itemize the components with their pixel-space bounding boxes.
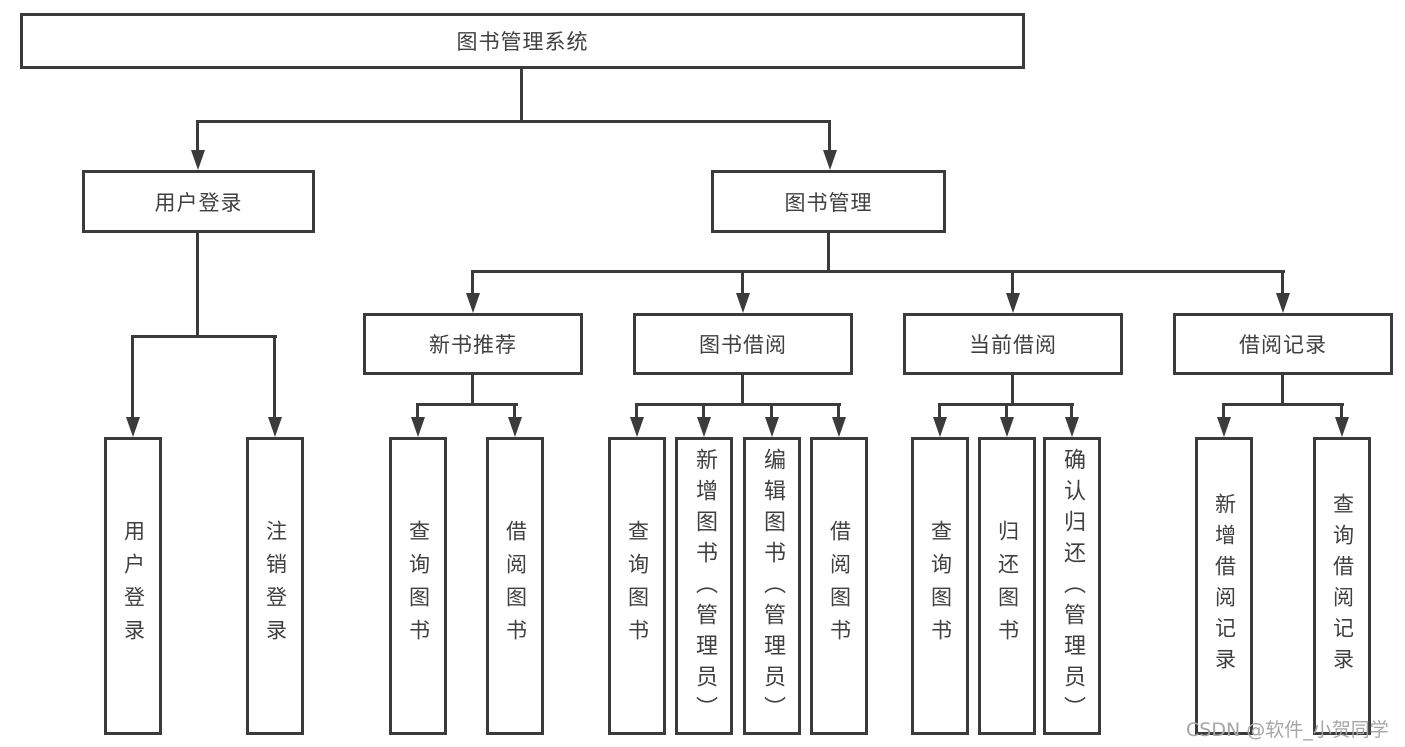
connector-current-borrowing-stem [1011, 375, 1014, 405]
connector-drop-user-login [196, 120, 199, 152]
connector-drop-new-book-recommend [471, 270, 474, 295]
arrowhead-down-icon [823, 150, 837, 170]
node-user-login: 用户登录 [82, 170, 315, 233]
node-leaf-add-borrow-record: 新增借阅记录 [1195, 437, 1253, 735]
connector-user-login-stem [196, 233, 199, 337]
node-leaf-user-login: 用户登录 [104, 437, 162, 735]
connector-borrowing-records-stem [1281, 375, 1284, 405]
connector-drop-borrow-books-1 [513, 403, 516, 419]
connector-drop-return-books [1005, 403, 1008, 419]
node-leaf-borrow-books-recommend: 借阅图书 [486, 437, 544, 735]
node-new-book-recommend: 新书推荐 [363, 313, 583, 375]
connector-book-borrowing-rail [635, 403, 841, 406]
csdn-watermark: CSDN @软件_小贺同学 [1186, 719, 1389, 741]
node-book-management: 图书管理 [711, 170, 946, 233]
node-leaf-return-books: 归还图书 [978, 437, 1036, 735]
connector-drop-add-book [702, 403, 705, 419]
node-leaf-add-book-admin: 新增图书（管理员） [675, 437, 733, 735]
connector-book-borrowing-stem [741, 375, 744, 405]
connector-drop-query-borrow-record [1340, 403, 1343, 419]
arrowhead-down-icon [1335, 417, 1349, 437]
connector-drop-edit-book [770, 403, 773, 419]
connector-drop-query-books-1 [416, 403, 419, 419]
arrowhead-down-icon [1006, 293, 1020, 313]
connector-drop-user-login-leaf [131, 335, 134, 419]
arrowhead-down-icon [466, 293, 480, 313]
connector-drop-borrowing-records [1281, 270, 1284, 295]
connector-new-book-recommend-stem [471, 375, 474, 405]
node-borrowing-records: 借阅记录 [1173, 313, 1393, 375]
arrowhead-down-icon [268, 417, 282, 437]
node-leaf-query-books-recommend: 查询图书 [389, 437, 447, 735]
node-library-management-system: 图书管理系统 [20, 13, 1025, 69]
connector-borrowing-records-rail [1222, 403, 1344, 406]
connector-book-management-stem [827, 233, 830, 273]
connector-drop-confirm-return [1070, 403, 1073, 419]
node-leaf-query-books-borrowing: 查询图书 [608, 437, 666, 735]
arrowhead-down-icon [933, 417, 947, 437]
arrowhead-down-icon [411, 417, 425, 437]
node-book-borrowing: 图书借阅 [633, 313, 853, 375]
node-leaf-logout: 注销登录 [246, 437, 304, 735]
node-current-borrowing: 当前借阅 [903, 313, 1123, 375]
connector-drop-add-borrow-record [1222, 403, 1225, 419]
node-leaf-confirm-return-admin: 确认归还（管理员） [1043, 437, 1101, 735]
connector-user-login-rail [132, 335, 277, 338]
arrowhead-down-icon [736, 293, 750, 313]
node-leaf-query-borrow-record: 查询借阅记录 [1313, 437, 1371, 735]
connector-drop-query-books-2 [635, 403, 638, 419]
connector-drop-logout [273, 335, 276, 419]
connector-drop-borrow-books-2 [837, 403, 840, 419]
arrowhead-down-icon [191, 150, 205, 170]
connector-root-rail [197, 120, 831, 123]
arrowhead-down-icon [765, 417, 779, 437]
arrowhead-down-icon [832, 417, 846, 437]
arrowhead-down-icon [126, 417, 140, 437]
connector-new-book-recommend-rail [416, 403, 518, 406]
connector-drop-book-management [828, 120, 831, 152]
arrowhead-down-icon [1065, 417, 1079, 437]
arrowhead-down-icon [1000, 417, 1014, 437]
connector-drop-book-borrowing [741, 270, 744, 295]
connector-drop-current-borrowing [1011, 270, 1014, 295]
connector-book-management-rail [472, 270, 1285, 273]
arrowhead-down-icon [697, 417, 711, 437]
arrowhead-down-icon [508, 417, 522, 437]
node-leaf-borrow-books-borrowing: 借阅图书 [810, 437, 868, 735]
arrowhead-down-icon [1217, 417, 1231, 437]
connector-root-stem [520, 69, 523, 121]
arrowhead-down-icon [1276, 293, 1290, 313]
node-leaf-edit-book-admin: 编辑图书（管理员） [743, 437, 801, 735]
connector-drop-query-books-3 [938, 403, 941, 419]
node-leaf-query-books-current: 查询图书 [911, 437, 969, 735]
arrowhead-down-icon [630, 417, 644, 437]
